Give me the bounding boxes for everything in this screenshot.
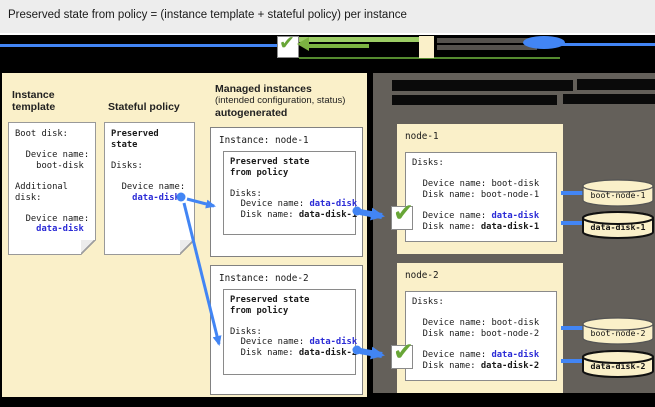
cylinder-label: boot-node-2 (590, 328, 646, 338)
strip-gray-bar-2 (437, 45, 537, 50)
check-icon: ✔ (393, 337, 414, 366)
data-disk-cylinder-node-2: data-disk-2 (581, 349, 655, 379)
disk-connector (561, 221, 583, 225)
vm-node-1-checkbox: ✔ (391, 200, 414, 230)
redacted-heading-bar (392, 80, 573, 91)
boot-disk-cylinder-node-2: boot-node-2 (581, 316, 655, 346)
redacted-heading-bar (577, 79, 655, 90)
cylinder-shape (582, 350, 654, 378)
strip-gray-bar (437, 38, 555, 43)
vm-disks-box: Disks: Device name: boot-disk Disk name:… (405, 152, 557, 242)
check-icon: ✔ (393, 198, 414, 227)
strip-green-line (299, 57, 560, 59)
strip-green-bar (299, 37, 420, 42)
disk-connector (561, 326, 583, 330)
boot-disk-cylinder-node-1: boot-node-1 (581, 178, 655, 208)
title-bar (0, 0, 655, 33)
vm-disks-box: Disks: Device name: boot-disk Disk name:… (405, 291, 557, 381)
preserved-state-box: Preserved state from policy Disks: Devic… (223, 289, 357, 375)
data-disk-cylinder-node-1: data-disk-1 (581, 210, 655, 240)
cylinder-shape (582, 179, 654, 207)
cylinder-label: data-disk-1 (590, 222, 646, 232)
disk-connector (561, 359, 583, 363)
strip-cream-chip (419, 36, 434, 58)
managed-instances-heading: Managed instances (intended configuratio… (215, 83, 346, 119)
redacted-heading-bar (392, 95, 557, 105)
strip-green-bar-2 (309, 44, 369, 48)
preserved-state-box: Preserved state from policy Disks: Devic… (223, 151, 357, 235)
strip-green-arrowhead (297, 37, 309, 51)
stateful-policy-heading: Stateful policy (108, 101, 180, 113)
strip-blue-line-left (0, 44, 278, 47)
managed-instance-node-1: Instance: node-1 Preserved state from po… (210, 127, 363, 257)
vm-node-2: node-2 Disks: Device name: boot-disk Dis… (397, 263, 563, 393)
cylinder-shape (582, 211, 654, 239)
cylinder-label: data-disk-2 (590, 361, 646, 371)
strip-disk-ellipse (523, 36, 565, 49)
page-fold (180, 240, 195, 255)
vm-node-1: node-1 Disks: Device name: boot-disk Dis… (397, 124, 563, 254)
redacted-heading-bar (563, 94, 655, 104)
check-icon: ✔ (279, 32, 295, 54)
cylinder-shape (582, 317, 654, 345)
stateful-policy-doc: Preserved state Disks: Device name: data… (104, 122, 195, 255)
page-fold (81, 240, 96, 255)
cylinder-label: boot-node-1 (590, 190, 646, 200)
vm-node-2-checkbox: ✔ (391, 339, 414, 369)
instance-template-heading: Instance template (12, 89, 56, 113)
disk-connector (561, 191, 583, 195)
strip-blue-line-right (545, 43, 655, 46)
managed-instance-node-2: Instance: node-2 Preserved state from po… (210, 265, 363, 395)
separator-line (0, 33, 655, 35)
strip-checkbox: ✔ (277, 32, 299, 58)
instance-template-doc: Boot disk: Device name: boot-disk Additi… (8, 122, 96, 255)
diagram-title: Preserved state from policy = (instance … (8, 9, 407, 21)
